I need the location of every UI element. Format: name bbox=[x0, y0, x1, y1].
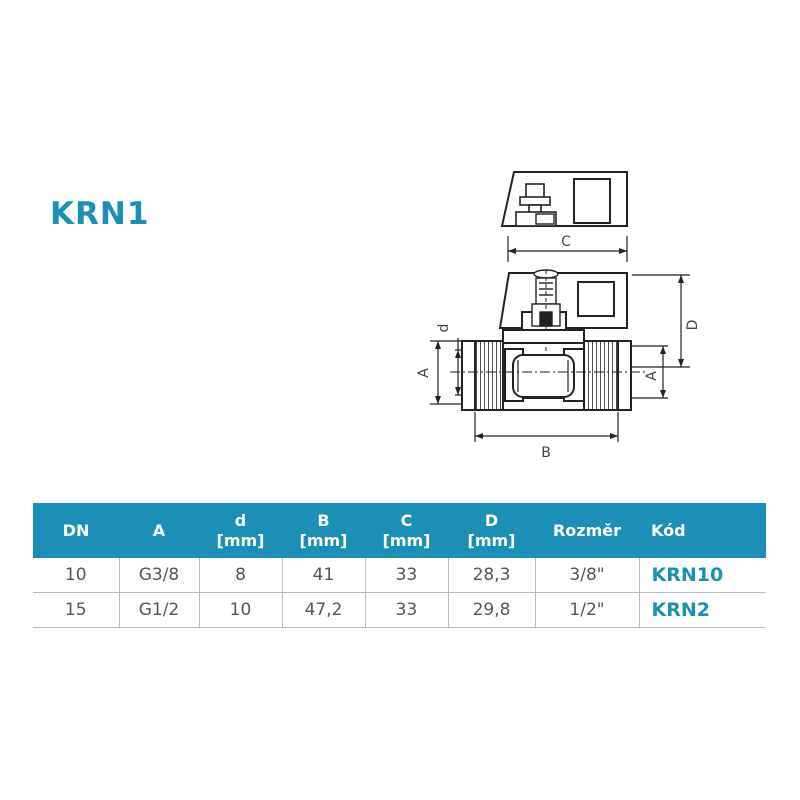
cell-d-upper: 29,8 bbox=[448, 592, 536, 628]
table-row: 15 G1/2 10 47,2 33 29,8 1/2" KRN2 bbox=[33, 592, 766, 628]
label-d-lower: d bbox=[436, 324, 452, 333]
valve-body bbox=[450, 329, 648, 411]
spec-table: DN A d[mm] B[mm] C[mm] D[mm] Rozměr Kód … bbox=[33, 503, 766, 628]
header-rozmer: Rozměr bbox=[535, 503, 639, 558]
cell-dn: 15 bbox=[33, 592, 120, 628]
label-a-right: A bbox=[644, 371, 660, 381]
label-d-upper: D bbox=[685, 320, 701, 331]
cell-kod: KRN10 bbox=[639, 558, 766, 593]
valve-technical-drawing: C D bbox=[416, 171, 701, 461]
dimension-a-right bbox=[631, 345, 668, 399]
label-c: C bbox=[561, 234, 571, 250]
dimension-b bbox=[474, 412, 619, 442]
cell-d-upper: 28,3 bbox=[448, 558, 536, 593]
header-kod: Kód bbox=[639, 503, 766, 558]
cell-d-small: 8 bbox=[199, 558, 283, 593]
cell-rozmer: 1/2" bbox=[535, 592, 640, 628]
dimension-d bbox=[628, 274, 690, 368]
header-dn: DN bbox=[33, 503, 119, 558]
cell-kod: KRN2 bbox=[639, 592, 766, 628]
dimension-d-small bbox=[455, 338, 462, 396]
cell-b: 47,2 bbox=[282, 592, 366, 628]
label-a-left: A bbox=[416, 368, 432, 378]
dimension-a-left bbox=[430, 340, 462, 405]
dimension-c bbox=[507, 236, 628, 262]
cell-a: G1/2 bbox=[119, 592, 200, 628]
handle-top-view bbox=[500, 171, 628, 227]
cell-b: 41 bbox=[282, 558, 366, 593]
cell-d-small: 10 bbox=[199, 592, 283, 628]
valve-stem bbox=[531, 269, 561, 360]
label-b: B bbox=[541, 445, 551, 461]
header-d-small: d[mm] bbox=[199, 503, 282, 558]
header-b: B[mm] bbox=[282, 503, 365, 558]
product-title: KRN1 bbox=[50, 196, 150, 232]
cell-a: G3/8 bbox=[119, 558, 200, 593]
header-d-upper: D[mm] bbox=[448, 503, 535, 558]
header-c: C[mm] bbox=[365, 503, 448, 558]
cell-dn: 10 bbox=[33, 558, 120, 593]
handle-side-view bbox=[498, 272, 628, 329]
table-row: 10 G3/8 8 41 33 28,3 3/8" KRN10 bbox=[33, 558, 766, 593]
cell-rozmer: 3/8" bbox=[535, 558, 640, 593]
cell-c: 33 bbox=[365, 592, 449, 628]
cell-c: 33 bbox=[365, 558, 449, 593]
header-a: A bbox=[119, 503, 199, 558]
table-header-row: DN A d[mm] B[mm] C[mm] D[mm] Rozměr Kód bbox=[33, 503, 766, 558]
